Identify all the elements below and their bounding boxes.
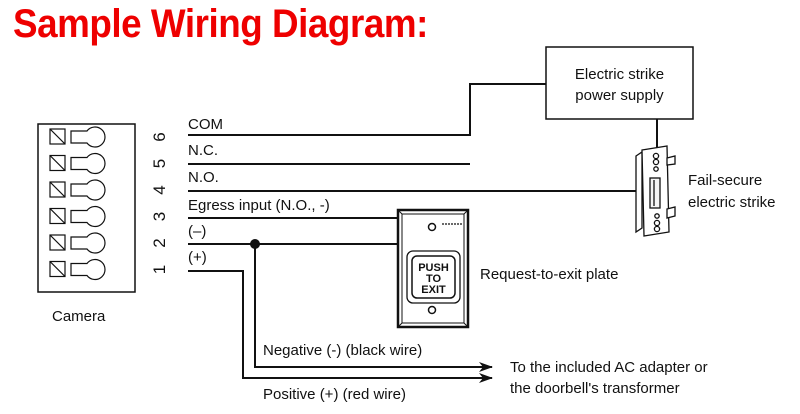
power-supply-label-line1: Electric strike bbox=[575, 66, 664, 83]
camera-label: Camera bbox=[52, 308, 106, 325]
terminal-pin-4 bbox=[49, 179, 106, 201]
terminal-pin-3 bbox=[49, 205, 106, 228]
pin-number-1: 1 bbox=[150, 265, 169, 274]
diagram-title: Sample Wiring Diagram: bbox=[13, 2, 428, 46]
pin-number-5: 5 bbox=[150, 159, 169, 168]
electric-strike-icon bbox=[635, 145, 676, 237]
request-to-exit-plate: PUSH TO EXIT bbox=[396, 208, 470, 329]
wire-com bbox=[188, 83, 546, 136]
positive-wire-label: Positive (+) (red wire) bbox=[263, 386, 406, 403]
terminal-pin-6 bbox=[49, 126, 106, 148]
screw-top-icon bbox=[427, 222, 437, 232]
wire-label-negative: (–) bbox=[188, 223, 206, 240]
wire-label-no: N.O. bbox=[188, 169, 219, 186]
pin-number-2: 2 bbox=[150, 238, 169, 247]
button-text-push: PUSH bbox=[418, 262, 449, 274]
button-text-to: TO bbox=[426, 273, 442, 285]
terminal-pin-5 bbox=[49, 152, 106, 175]
wire-label-com: COM bbox=[188, 116, 223, 133]
pin-number-6: 6 bbox=[150, 132, 169, 141]
power-supply-box: Electric strike power supply bbox=[545, 46, 694, 120]
strike-label-line1: Fail-secure bbox=[688, 172, 762, 189]
camera-terminal-block bbox=[37, 123, 136, 293]
pin-number-4: 4 bbox=[150, 185, 169, 194]
pin-number-3: 3 bbox=[150, 212, 169, 221]
wire-label-nc: N.C. bbox=[188, 142, 218, 159]
wire-label-egress: Egress input (N.O., -) bbox=[188, 197, 330, 214]
wire-positive-to-adapter bbox=[188, 270, 493, 383]
destination-label-line2: the doorbell's transformer bbox=[510, 380, 680, 397]
exit-plate-label: Request-to-exit plate bbox=[480, 266, 618, 283]
terminal-pin-2 bbox=[49, 232, 106, 254]
wire-junction-dot bbox=[250, 239, 260, 249]
strike-label-line2: electric strike bbox=[688, 194, 776, 211]
terminal-pin-1 bbox=[49, 258, 106, 281]
destination-label-line1: To the included AC adapter or bbox=[510, 359, 708, 376]
wire-label-positive: (+) bbox=[188, 249, 207, 266]
power-supply-label-line2: power supply bbox=[575, 87, 664, 104]
push-to-exit-button bbox=[411, 255, 456, 299]
negative-wire-label: Negative (-) (black wire) bbox=[263, 342, 422, 359]
button-text-exit: EXIT bbox=[421, 284, 446, 296]
screw-bottom-icon bbox=[427, 305, 437, 315]
wire-negative-to-adapter bbox=[254, 244, 493, 372]
